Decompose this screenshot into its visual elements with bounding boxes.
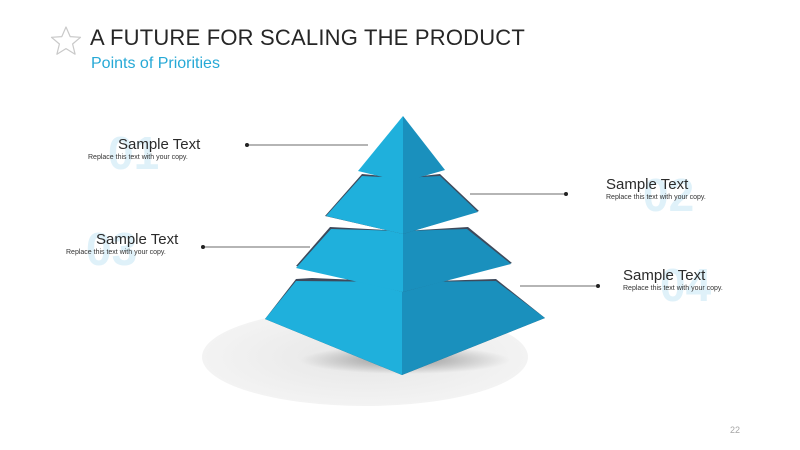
connector-1: [245, 143, 368, 147]
callout-number: 01: [108, 127, 160, 179]
pyramid-tier-2: [325, 174, 479, 234]
callout-body: Replace this text with your copy.: [623, 285, 723, 292]
callout-title: Sample Text: [623, 267, 706, 284]
callout-body: Replace this text with your copy.: [606, 194, 706, 201]
callout-body: Replace this text with your copy.: [88, 154, 188, 161]
callout-title: Sample Text: [96, 231, 179, 248]
callout-title: Sample Text: [606, 176, 689, 193]
callout-body: Replace this text with your copy.: [66, 249, 166, 256]
connector-4: [520, 284, 600, 288]
pyramid-tier-1: [358, 116, 445, 182]
callout-title: Sample Text: [118, 136, 201, 153]
pyramid-tier-4: [265, 278, 545, 375]
callout-number: 03: [86, 223, 138, 275]
callout-number: 02: [643, 169, 695, 221]
page-subtitle: Points of Priorities: [91, 55, 220, 72]
page-title: A FUTURE FOR SCALING THE PRODUCT: [90, 25, 526, 50]
pyramid-tier-3: [296, 227, 512, 292]
page-number: 22: [729, 425, 740, 435]
callout-number: 04: [660, 259, 712, 311]
connector-3: [201, 245, 310, 249]
connector-2: [470, 192, 568, 196]
star-icon: [50, 26, 82, 55]
